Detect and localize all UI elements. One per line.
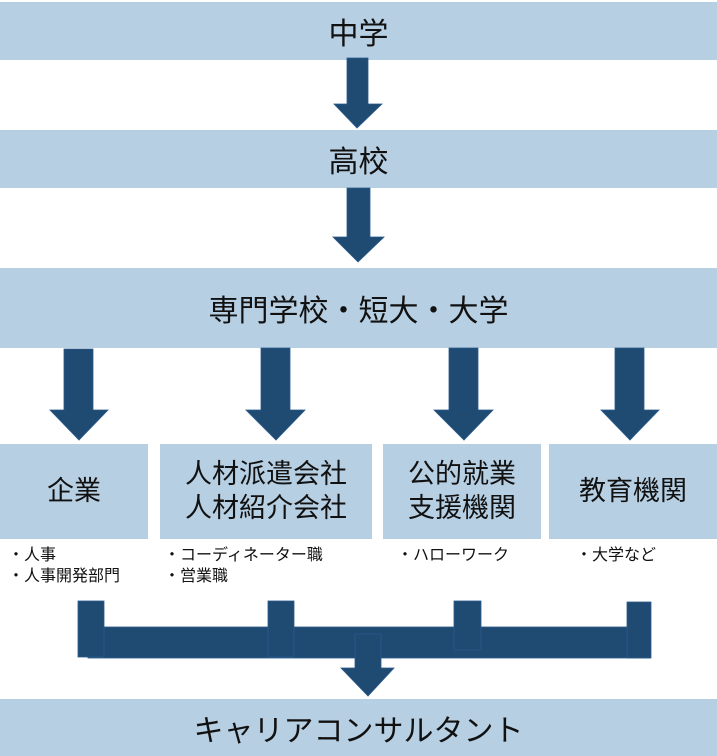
- note-item: ・大学など: [576, 545, 657, 564]
- destination-public-employment-support-label: 公的就業 支援機関: [408, 458, 516, 524]
- stage-junior-high-label: 中学: [328, 17, 389, 52]
- arrow-down-icon: [245, 347, 306, 441]
- notes-staffing-agency: ・コーディネーター職 ・営業職: [164, 544, 323, 586]
- arrow-down-icon: [433, 347, 494, 441]
- notes-educational-institution: ・大学など: [576, 544, 656, 565]
- goal-career-consultant-label: キャリアコンサルタント: [193, 713, 524, 749]
- note-item: ・人事開発部門: [8, 566, 121, 585]
- note-item: ・営業職: [164, 566, 229, 585]
- destination-educational-institution-label: 教育機関: [579, 475, 687, 507]
- notes-company: ・人事 ・人事開発部門: [8, 544, 120, 586]
- goal-career-consultant: キャリアコンサルタント: [0, 699, 717, 756]
- arrow-down-icon: [340, 633, 395, 697]
- destination-company: 企業: [0, 444, 148, 539]
- destination-company-label: 企業: [47, 475, 101, 507]
- connector-stub: [267, 600, 295, 658]
- arrow-down-icon: [49, 348, 109, 441]
- note-item: ・ハローワーク: [397, 545, 510, 564]
- connector-stub: [453, 600, 482, 651]
- destination-staffing-agency-label: 人材派遣会社 人材紹介会社: [185, 458, 347, 524]
- arrow-down-icon: [600, 347, 660, 441]
- destination-public-employment-support: 公的就業 支援機関: [383, 444, 541, 539]
- stage-junior-high: 中学: [0, 2, 717, 60]
- destination-staffing-agency: 人材派遣会社 人材紹介会社: [160, 444, 372, 539]
- notes-public-employment-support: ・ハローワーク: [397, 544, 509, 565]
- note-item: ・コーディネーター職: [164, 545, 323, 564]
- note-item: ・人事: [8, 545, 57, 564]
- destination-educational-institution: 教育機関: [549, 444, 717, 539]
- connector-stub: [77, 600, 105, 658]
- arrow-down-icon: [332, 187, 385, 263]
- stage-high-school-label: 高校: [328, 145, 389, 180]
- connector-stub: [626, 601, 652, 659]
- stage-higher-education: 専門学校・短大・大学: [0, 268, 717, 348]
- arrow-down-icon: [333, 57, 383, 129]
- stage-high-school: 高校: [0, 130, 717, 188]
- stage-higher-education-label: 専門学校・短大・大学: [208, 294, 509, 329]
